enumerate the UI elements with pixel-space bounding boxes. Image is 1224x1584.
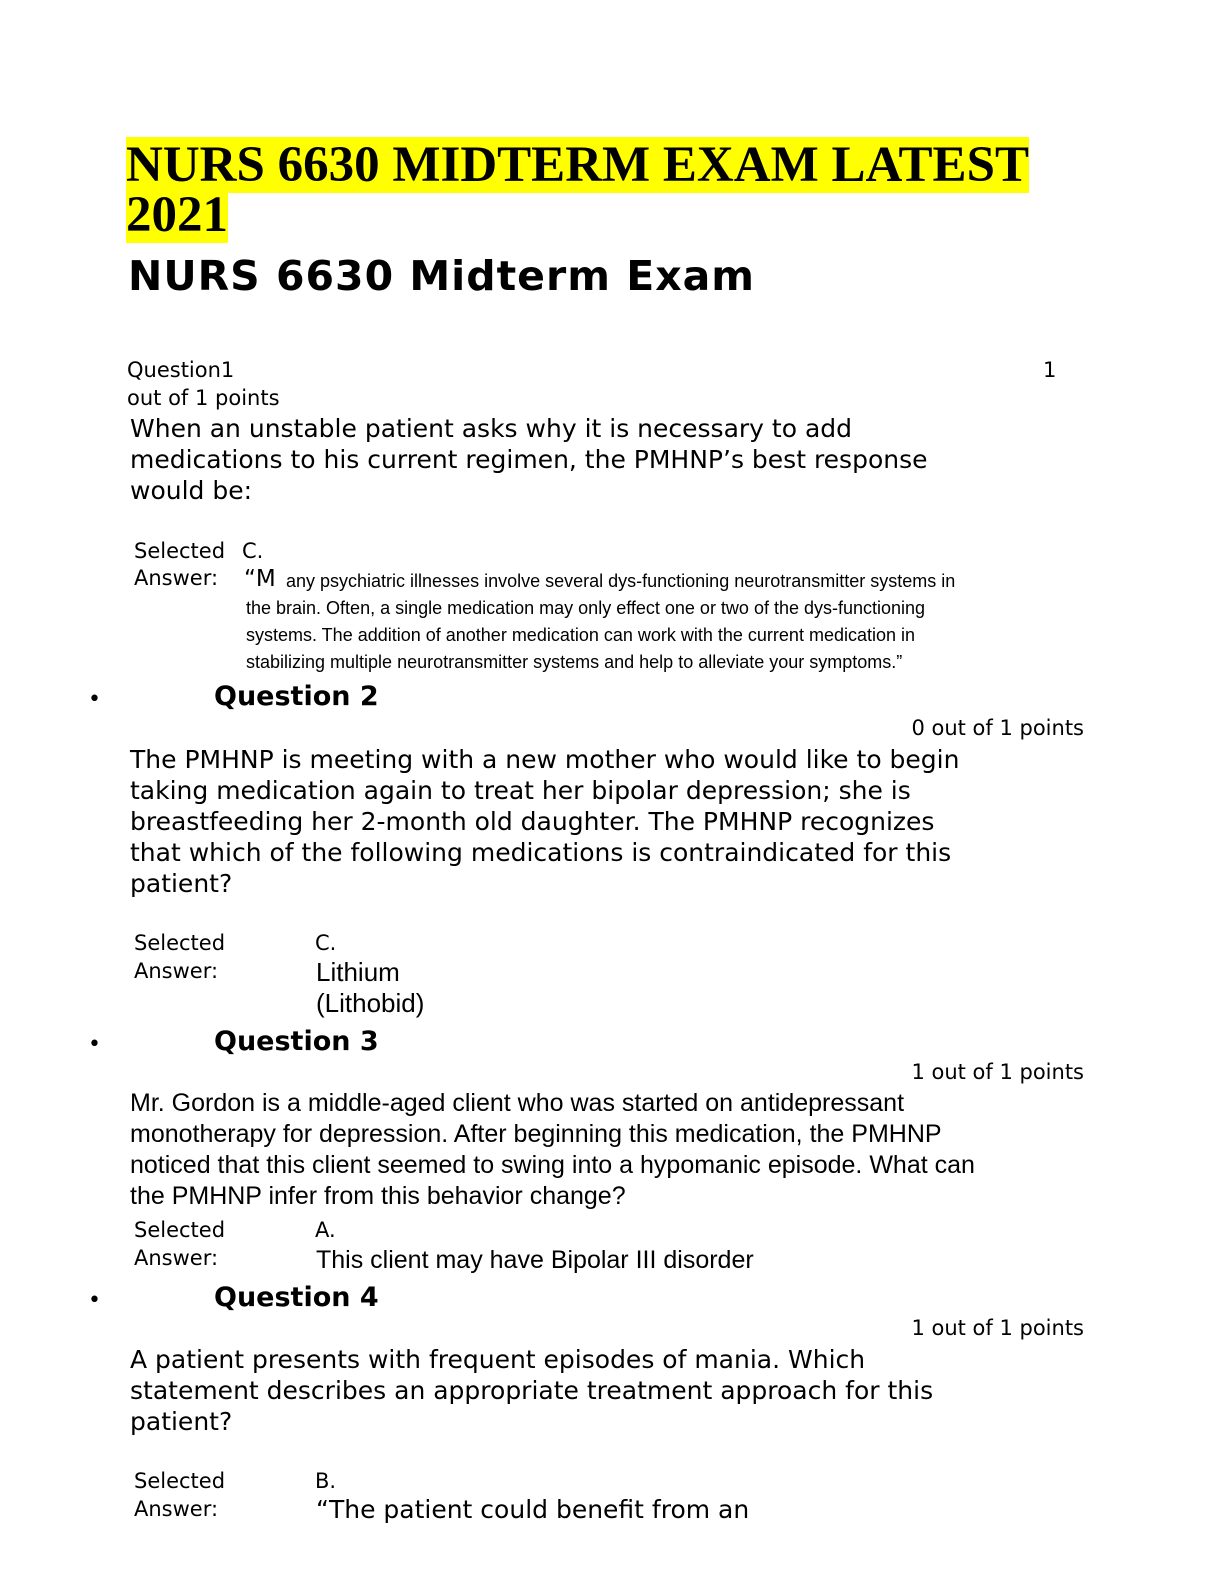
q1-answer-line: stabilizing multiple neurotransmitter sy…	[246, 652, 903, 672]
q2-answer-label: Answer:	[134, 959, 219, 983]
q2-bullet: •	[88, 687, 101, 712]
q2-heading: Question 2	[214, 681, 379, 712]
q4-prompt-line: A patient presents with frequent episode…	[130, 1345, 866, 1374]
q3-bullet: •	[88, 1032, 101, 1057]
title-line-1: NURS 6630 MIDTERM EXAM LATEST	[126, 137, 1029, 193]
q1-points-text: out of 1 points	[127, 386, 280, 410]
q3-answer-label: Answer:	[134, 1246, 219, 1270]
q3-heading: Question 3	[214, 1026, 379, 1057]
q2-points: 0 out of 1 points	[911, 716, 1084, 740]
document-subtitle: NURS 6630 Midterm Exam	[128, 252, 756, 300]
q4-heading: Question 4	[214, 1282, 379, 1313]
q1-answer-label: Answer:	[134, 566, 219, 590]
q1-points-number: 1	[1043, 358, 1057, 382]
q1-answer-line: any psychiatric illnesses involve severa…	[286, 571, 956, 591]
q1-label: Question1	[127, 358, 235, 382]
q2-prompt-line: The PMHNP is meeting with a new mother w…	[130, 745, 960, 774]
q3-prompt-line: noticed that this client seemed to swing…	[130, 1151, 975, 1179]
q3-choice: A.	[315, 1218, 336, 1242]
q2-prompt-line: patient?	[130, 869, 233, 898]
q2-answer: Lithium (Lithobid)	[316, 957, 424, 1019]
q3-answer-line: This client may have Bipolar III disorde…	[316, 1246, 754, 1274]
q4-selected-label: Selected	[134, 1469, 226, 1493]
q1-prompt-line: When an unstable patient asks why it is …	[130, 414, 853, 443]
q2-prompt: The PMHNP is meeting with a new mother w…	[130, 744, 959, 899]
q2-prompt-line: taking medication again to treat her bip…	[130, 776, 911, 805]
q2-prompt-line: that which of the following medications …	[130, 838, 952, 867]
q4-prompt-line: statement describes an appropriate treat…	[130, 1376, 934, 1405]
q2-selected-label: Selected	[134, 931, 226, 955]
title-line-2: 2021	[126, 187, 228, 243]
q4-choice: B.	[315, 1469, 337, 1493]
q2-prompt-line: breastfeeding her 2-month old daughter. …	[130, 807, 935, 836]
q3-prompt-line: Mr. Gordon is a middle-aged client who w…	[130, 1089, 905, 1117]
q2-answer-line: Lithium	[316, 957, 400, 987]
q4-bullet: •	[88, 1288, 101, 1313]
q1-quote-open: “M	[244, 566, 276, 592]
q3-prompt: Mr. Gordon is a middle-aged client who w…	[130, 1088, 975, 1212]
q1-choice: C.	[242, 539, 264, 563]
q4-answer-label: Answer:	[134, 1497, 219, 1521]
q4-points: 1 out of 1 points	[911, 1316, 1084, 1340]
q2-answer-line: (Lithobid)	[316, 988, 425, 1018]
document-title: NURS 6630 MIDTERM EXAM LATEST 2021	[126, 137, 1086, 243]
q3-points: 1 out of 1 points	[911, 1060, 1084, 1084]
q2-choice: C.	[315, 931, 337, 955]
q1-prompt: When an unstable patient asks why it is …	[130, 413, 928, 506]
q4-answer-line: “The patient could benefit from an	[316, 1495, 750, 1524]
q1-prompt-line: would be:	[130, 476, 253, 505]
q1-prompt-line: medications to his current regimen, the …	[130, 445, 928, 474]
q4-prompt-line: patient?	[130, 1407, 233, 1436]
q1-selected-label: Selected	[134, 539, 226, 563]
q3-prompt-line: monotherapy for depression. After beginn…	[130, 1120, 942, 1148]
q1-answer-line: the brain. Often, a single medication ma…	[246, 598, 926, 618]
q3-selected-label: Selected	[134, 1218, 226, 1242]
q1-answer-line: systems. The addition of another medicat…	[246, 625, 916, 645]
q4-prompt: A patient presents with frequent episode…	[130, 1344, 933, 1437]
q3-prompt-line: the PMHNP infer from this behavior chang…	[130, 1182, 626, 1210]
